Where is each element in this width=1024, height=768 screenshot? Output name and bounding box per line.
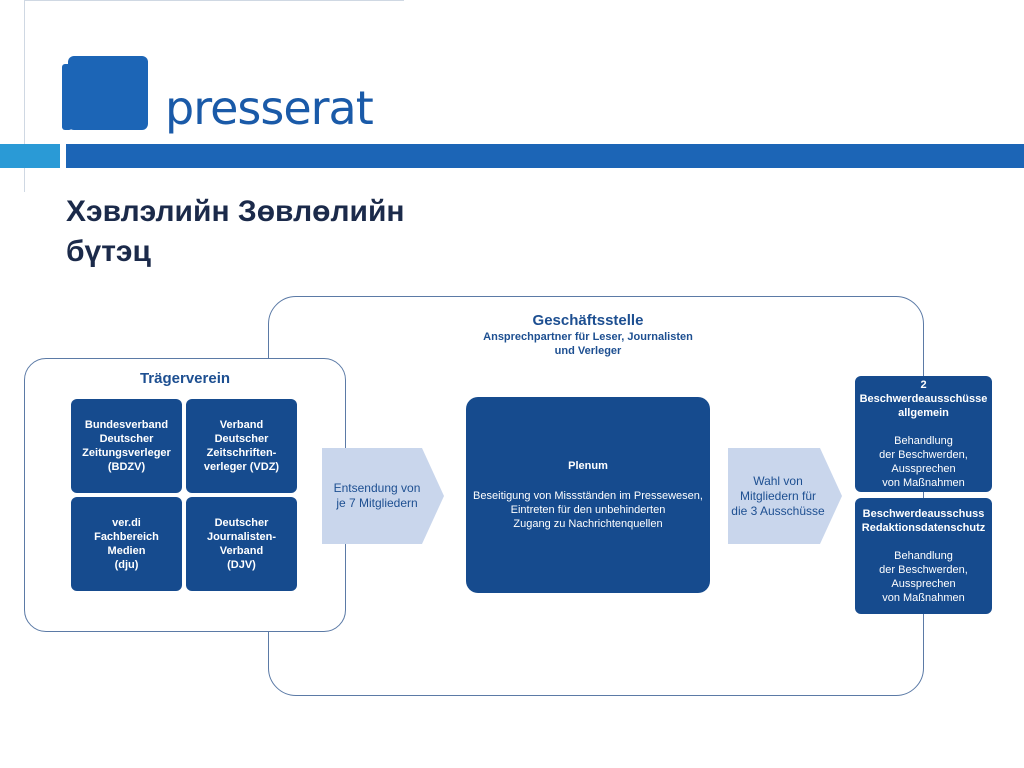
plenum-text-line-2: Eintreten für den unbehinderten	[510, 504, 666, 516]
committee-title: 2 Beschwerdeausschüsse allgemein	[859, 378, 988, 420]
member-box-line: (BDZV)	[107, 461, 146, 473]
committee-box-datenschutz: Beschwerdeausschuss Redaktionsdatenschut…	[855, 498, 992, 614]
geschaeftsstelle-title: Geschäftsstelle	[532, 312, 644, 329]
committee-text-line: von Maßnahmen	[882, 592, 965, 604]
plenum-box: Plenum Beseitigung von Missständen im Pr…	[466, 397, 710, 593]
member-box-line: ver.di	[112, 517, 141, 529]
committee-text: Behandlung der Beschwerden, Aussprechen …	[879, 434, 968, 490]
member-box-dju: ver.di Fachbereich Medien (dju)	[71, 497, 182, 591]
member-box-line: (DJV)	[227, 559, 256, 571]
arrow-right-icon	[322, 448, 444, 544]
committee-box-allgemein: 2 Beschwerdeausschüsse allgemein Behandl…	[855, 376, 992, 492]
entsendung-label-line-2: je 7 Mitgliedern	[336, 496, 418, 510]
header-band-accent	[0, 144, 60, 168]
committee-text: Behandlung der Beschwerden, Aussprechen …	[879, 549, 968, 605]
member-box-line: Deutscher	[214, 517, 269, 529]
member-box-djv: Deutscher Journalisten- Verband (DJV)	[186, 497, 297, 591]
committee-title-line: Redaktionsdatenschutz	[861, 522, 986, 534]
plenum-text-line-3: Zugang zu Nachrichtenquellen	[513, 518, 663, 530]
committee-text-line: Behandlung	[894, 550, 953, 562]
arrow-right-icon	[728, 448, 842, 544]
committee-title: Beschwerdeausschuss Redaktionsdatenschut…	[862, 507, 985, 535]
wahl-label-line-1: Wahl von	[753, 473, 803, 488]
wahl-arrow: Wahl von Mitgliedern für die 3 Ausschüss…	[728, 448, 842, 544]
entsendung-label-line-1: Entsendung von	[333, 481, 421, 495]
member-box-line: Verband	[219, 545, 264, 557]
slide-title-line-2: бүтэц	[66, 235, 151, 268]
committee-text-line: Aussprechen	[891, 463, 956, 475]
traegerverein-frame	[24, 358, 346, 632]
header-top-rule	[24, 0, 404, 1]
wahl-label-line-3: die 3 Ausschüsse	[731, 503, 825, 518]
member-box-line: (dju)	[114, 559, 139, 571]
traegerverein-title: Trägerverein	[139, 370, 231, 387]
entsendung-label: Entsendung von je 7 Mitgliedern	[327, 481, 427, 511]
header-band	[66, 144, 1024, 168]
member-box-line: Zeitschriften-	[206, 447, 277, 459]
geschaeftsstelle-subtitle-line-2: und Verleger	[554, 345, 622, 357]
committee-title-line: Beschwerdeausschuss	[862, 508, 985, 520]
wahl-label-line-2: Mitgliedern für	[739, 488, 817, 503]
geschaeftsstelle-subtitle-line-1: Ansprechpartner für Leser, Journalisten	[483, 331, 693, 343]
member-box-line: Deutscher	[99, 433, 154, 445]
member-box-line: Bundesverband	[84, 419, 169, 431]
wahl-label: Wahl von Mitgliedern für die 3 Ausschüss…	[730, 474, 826, 519]
committee-text-line: Aussprechen	[891, 578, 956, 590]
slide-title: Хэвлэлийн Зөвлөлийн бүтэц	[66, 192, 546, 272]
committee-title-line: 2 Beschwerdeausschüsse	[859, 379, 988, 405]
geschaeftsstelle-subtitle: Ansprechpartner für Leser, Journalisten …	[468, 330, 708, 358]
slide-title-line-1: Хэвлэлийн Зөвлөлийн	[66, 195, 405, 228]
member-box-vdz: Verband Deutscher Zeitschriften- verlege…	[186, 399, 297, 493]
presserat-logo-text: presserat	[165, 81, 374, 135]
committee-text-line: Behandlung	[894, 435, 953, 447]
committee-text-line: von Maßnahmen	[882, 477, 965, 489]
plenum-text-line-1: Beseitigung von Missständen im Pressewes…	[473, 490, 703, 502]
plenum-text: Beseitigung von Missständen im Pressewes…	[473, 489, 703, 531]
committee-text-line: der Beschwerden,	[879, 564, 968, 576]
member-box-line: Medien	[107, 545, 146, 557]
member-box-line: Deutscher	[214, 433, 269, 445]
member-box-line: Verband	[219, 419, 264, 431]
entsendung-arrow: Entsendung von je 7 Mitgliedern	[322, 448, 444, 544]
committee-text-line: der Beschwerden,	[879, 449, 968, 461]
plenum-title: Plenum	[568, 460, 608, 472]
member-box-line: Zeitungsverleger	[82, 447, 171, 459]
header-left-rule	[24, 0, 25, 192]
member-box-line: Journalisten-	[206, 531, 277, 543]
member-box-line: Fachbereich	[94, 531, 159, 543]
member-box-bdzv: Bundesverband Deutscher Zeitungsverleger…	[71, 399, 182, 493]
member-box-line: verleger (VDZ)	[203, 461, 280, 473]
committee-title-line: allgemein	[898, 407, 949, 419]
presserat-logo-icon	[62, 56, 148, 130]
